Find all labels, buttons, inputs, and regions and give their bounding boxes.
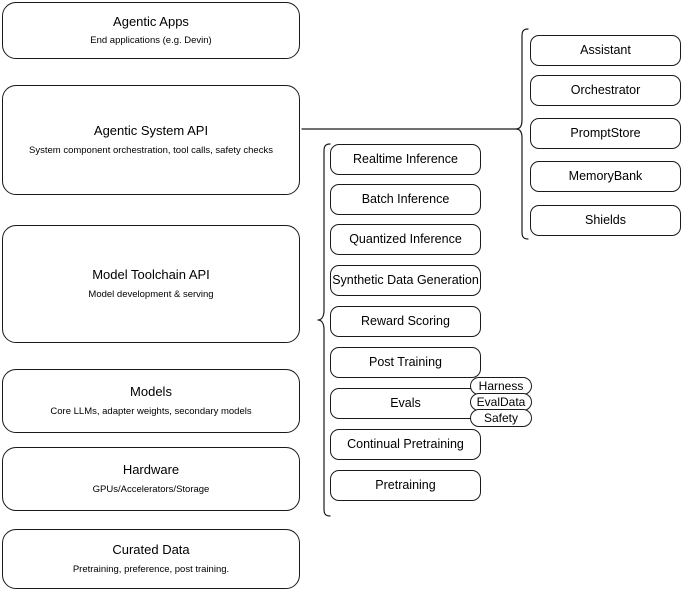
capability-reward-scoring[interactable]: Reward Scoring: [330, 306, 481, 337]
capability-label: Batch Inference: [361, 191, 450, 206]
layer-agentic-apps[interactable]: Agentic Apps End applications (e.g. Devi…: [2, 2, 300, 59]
capability-quantized-inference[interactable]: Quantized Inference: [330, 224, 481, 255]
capability-label: Realtime Inference: [353, 151, 458, 166]
capability-evals[interactable]: Evals: [330, 388, 481, 419]
capability-label: Quantized Inference: [349, 231, 462, 246]
capability-pretraining[interactable]: Pretraining: [330, 470, 481, 501]
layer-models[interactable]: Models Core LLMs, adapter weights, secon…: [2, 369, 300, 433]
evals-tag-label: Harness: [478, 379, 524, 393]
evals-tag-label: Safety: [483, 411, 519, 425]
component-label: Orchestrator: [570, 82, 641, 97]
capability-label: Evals: [390, 395, 421, 410]
layer-title: Curated Data: [112, 542, 190, 558]
capability-label: Continual Pretraining: [347, 436, 464, 451]
layer-title: Models: [130, 384, 172, 400]
capability-post-training[interactable]: Post Training: [330, 347, 481, 378]
capability-label: Post Training: [369, 354, 442, 369]
layer-hardware[interactable]: Hardware GPUs/Accelerators/Storage: [2, 447, 300, 511]
component-memorybank[interactable]: MemoryBank: [530, 161, 681, 192]
component-label: Assistant: [580, 42, 631, 57]
layer-subtitle: Model development & serving: [88, 288, 214, 300]
capability-synthetic-data-generation[interactable]: Synthetic Data Generation: [330, 265, 481, 296]
capability-label: Synthetic Data Generation: [332, 272, 479, 287]
component-label: Shields: [585, 212, 626, 227]
layer-title: Hardware: [122, 462, 180, 478]
component-promptstore[interactable]: PromptStore: [530, 118, 681, 149]
component-label: PromptStore: [570, 125, 641, 140]
capability-continual-pretraining[interactable]: Continual Pretraining: [330, 429, 481, 460]
brace-right: [515, 28, 529, 240]
layer-model-toolchain-api[interactable]: Model Toolchain API Model development & …: [2, 225, 300, 343]
layer-subtitle: End applications (e.g. Devin): [90, 35, 212, 47]
evals-tag-label: EvalData: [476, 395, 526, 409]
component-shields[interactable]: Shields: [530, 205, 681, 236]
layer-subtitle: Core LLMs, adapter weights, secondary mo…: [50, 405, 252, 417]
layer-subtitle: GPUs/Accelerators/Storage: [92, 483, 210, 495]
component-assistant[interactable]: Assistant: [530, 35, 681, 66]
capability-batch-inference[interactable]: Batch Inference: [330, 184, 481, 215]
layer-agentic-system-api[interactable]: Agentic System API System component orch…: [2, 85, 300, 195]
component-orchestrator[interactable]: Orchestrator: [530, 75, 681, 106]
layer-curated-data[interactable]: Curated Data Pretraining, preference, po…: [2, 529, 300, 589]
capability-label: Reward Scoring: [361, 313, 450, 328]
layer-title: Agentic Apps: [113, 13, 189, 29]
brace-middle: [317, 143, 331, 517]
component-label: MemoryBank: [568, 168, 643, 183]
capability-realtime-inference[interactable]: Realtime Inference: [330, 144, 481, 175]
evals-tag-safety[interactable]: Safety: [470, 409, 532, 427]
layer-title: Agentic System API: [93, 123, 209, 139]
layer-subtitle: System component orchestration, tool cal…: [29, 144, 273, 156]
layer-subtitle: Pretraining, preference, post training.: [72, 563, 230, 575]
layer-title: Model Toolchain API: [92, 267, 210, 283]
capability-label: Pretraining: [375, 477, 436, 492]
